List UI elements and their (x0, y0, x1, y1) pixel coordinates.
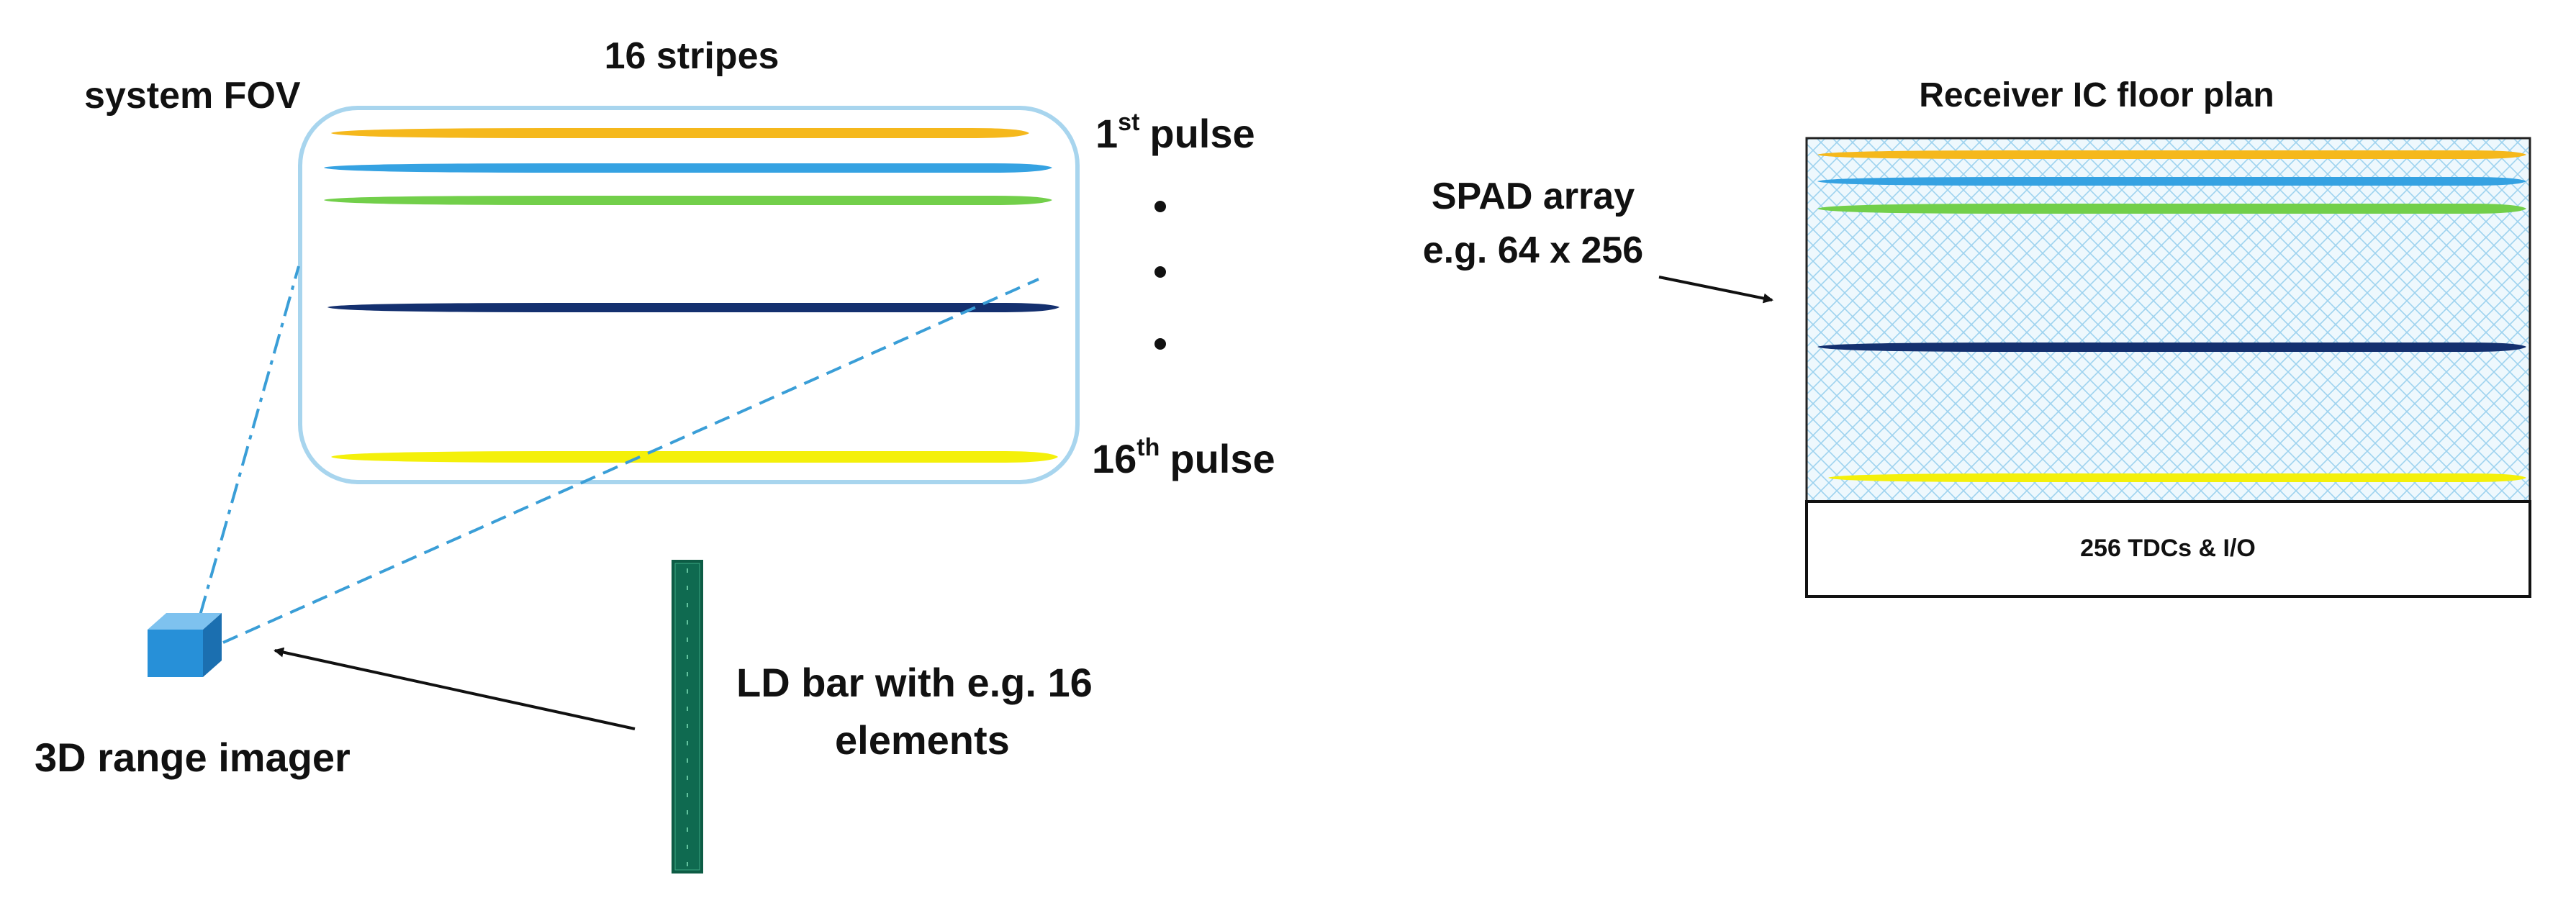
fov-stripe-navy (327, 303, 1059, 312)
ld-to-imager-arrow (274, 647, 636, 730)
range-imager-cube (148, 613, 222, 677)
ellipsis-dot-3 (1154, 338, 1166, 350)
fov-stripe-orange (331, 128, 1029, 138)
stripes-count-label: 16 stripes (605, 35, 779, 77)
ld-bar-label-line1: LD bar with e.g. 16 (736, 660, 1093, 705)
spad-array-region (1805, 137, 2531, 503)
range-imager-label: 3D range imager (35, 735, 351, 780)
tdc-io-block (1805, 500, 2531, 598)
receiver-stripe-navy (1817, 342, 2526, 352)
receiver-stripe-yellow (1828, 473, 2526, 482)
spad-label-line2: e.g. 64 x 256 (1423, 230, 1643, 271)
ld-bar (672, 560, 703, 873)
ld-bar-label-line2: elements (835, 717, 1010, 763)
ellipsis-dot-1 (1154, 201, 1166, 212)
receiver-stripe-orange (1817, 150, 2526, 159)
receiver-stripe-green (1817, 204, 2526, 214)
system-fov-label: system FOV (84, 75, 301, 117)
ellipsis-dot-2 (1154, 266, 1166, 278)
receiver-title: Receiver IC floor plan (1919, 76, 2274, 114)
receiver-stripe-light-blue (1817, 177, 2526, 186)
spad-label-line1: SPAD array (1432, 176, 1635, 217)
fov-stripe-green (324, 196, 1052, 205)
fov-boundary-line-left (199, 266, 300, 616)
spad-arrow (1658, 276, 1773, 304)
fov-stripe-light-blue (324, 163, 1052, 173)
fov-stripe-yellow (331, 451, 1058, 463)
fov-boundary-line-right (222, 278, 1039, 644)
tdc-io-label: 256 TDCs & I/O (2080, 535, 2256, 562)
